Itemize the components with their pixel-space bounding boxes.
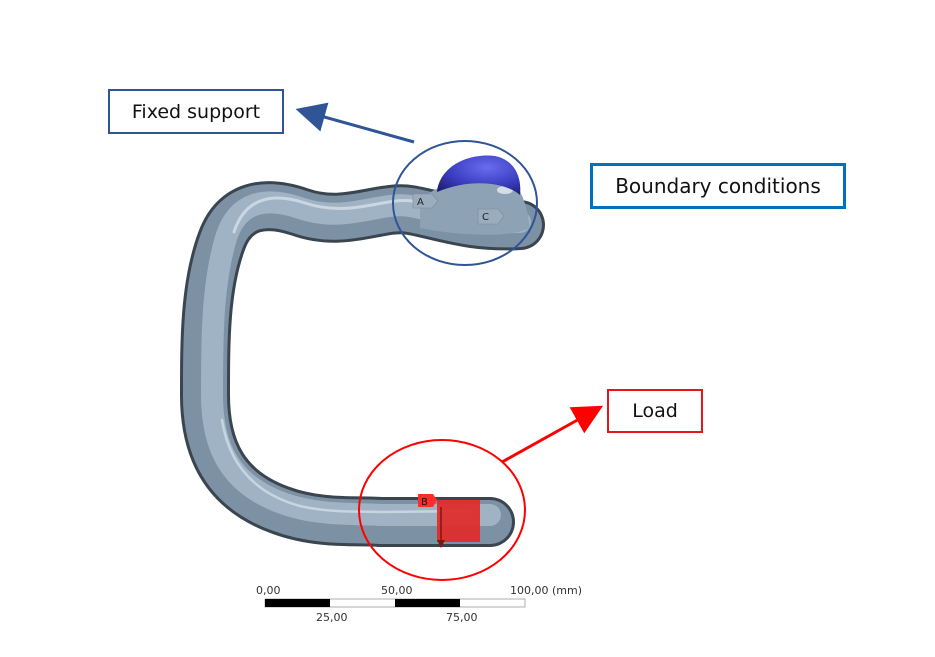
load-callout: Load: [607, 389, 703, 433]
load-arrow-icon: [437, 540, 445, 548]
boundary-conditions-callout: Boundary conditions: [590, 163, 846, 209]
boundary-highlight-circle: [392, 140, 538, 266]
marker-a-label: A: [417, 197, 424, 208]
marker-c-label: C: [482, 212, 489, 223]
load-highlight-circle: [358, 439, 526, 581]
marker-b-label: B: [421, 497, 428, 508]
fixed-support-callout: Fixed support: [108, 89, 284, 134]
scale-label-50: 50,00: [381, 584, 413, 597]
scale-bar: [264, 598, 526, 608]
scale-label-100: 100,00 (mm): [510, 584, 582, 597]
scale-label-25: 25,00: [316, 611, 348, 624]
boundary-conditions-label: Boundary conditions: [615, 174, 821, 198]
fixed-support-face: [437, 155, 521, 195]
load-arrow: [501, 405, 604, 464]
marker-a: A: [412, 193, 439, 209]
scale-label-75: 75,00: [446, 611, 478, 624]
handlebar-tube: [179, 177, 545, 547]
fixed-support-arrow: [295, 102, 415, 144]
load-label: Load: [632, 400, 678, 422]
marker-c: C: [477, 208, 505, 225]
fixed-support-label: Fixed support: [131, 100, 261, 123]
load-region: B: [418, 494, 480, 548]
scale-label-0: 0,00: [256, 584, 281, 597]
